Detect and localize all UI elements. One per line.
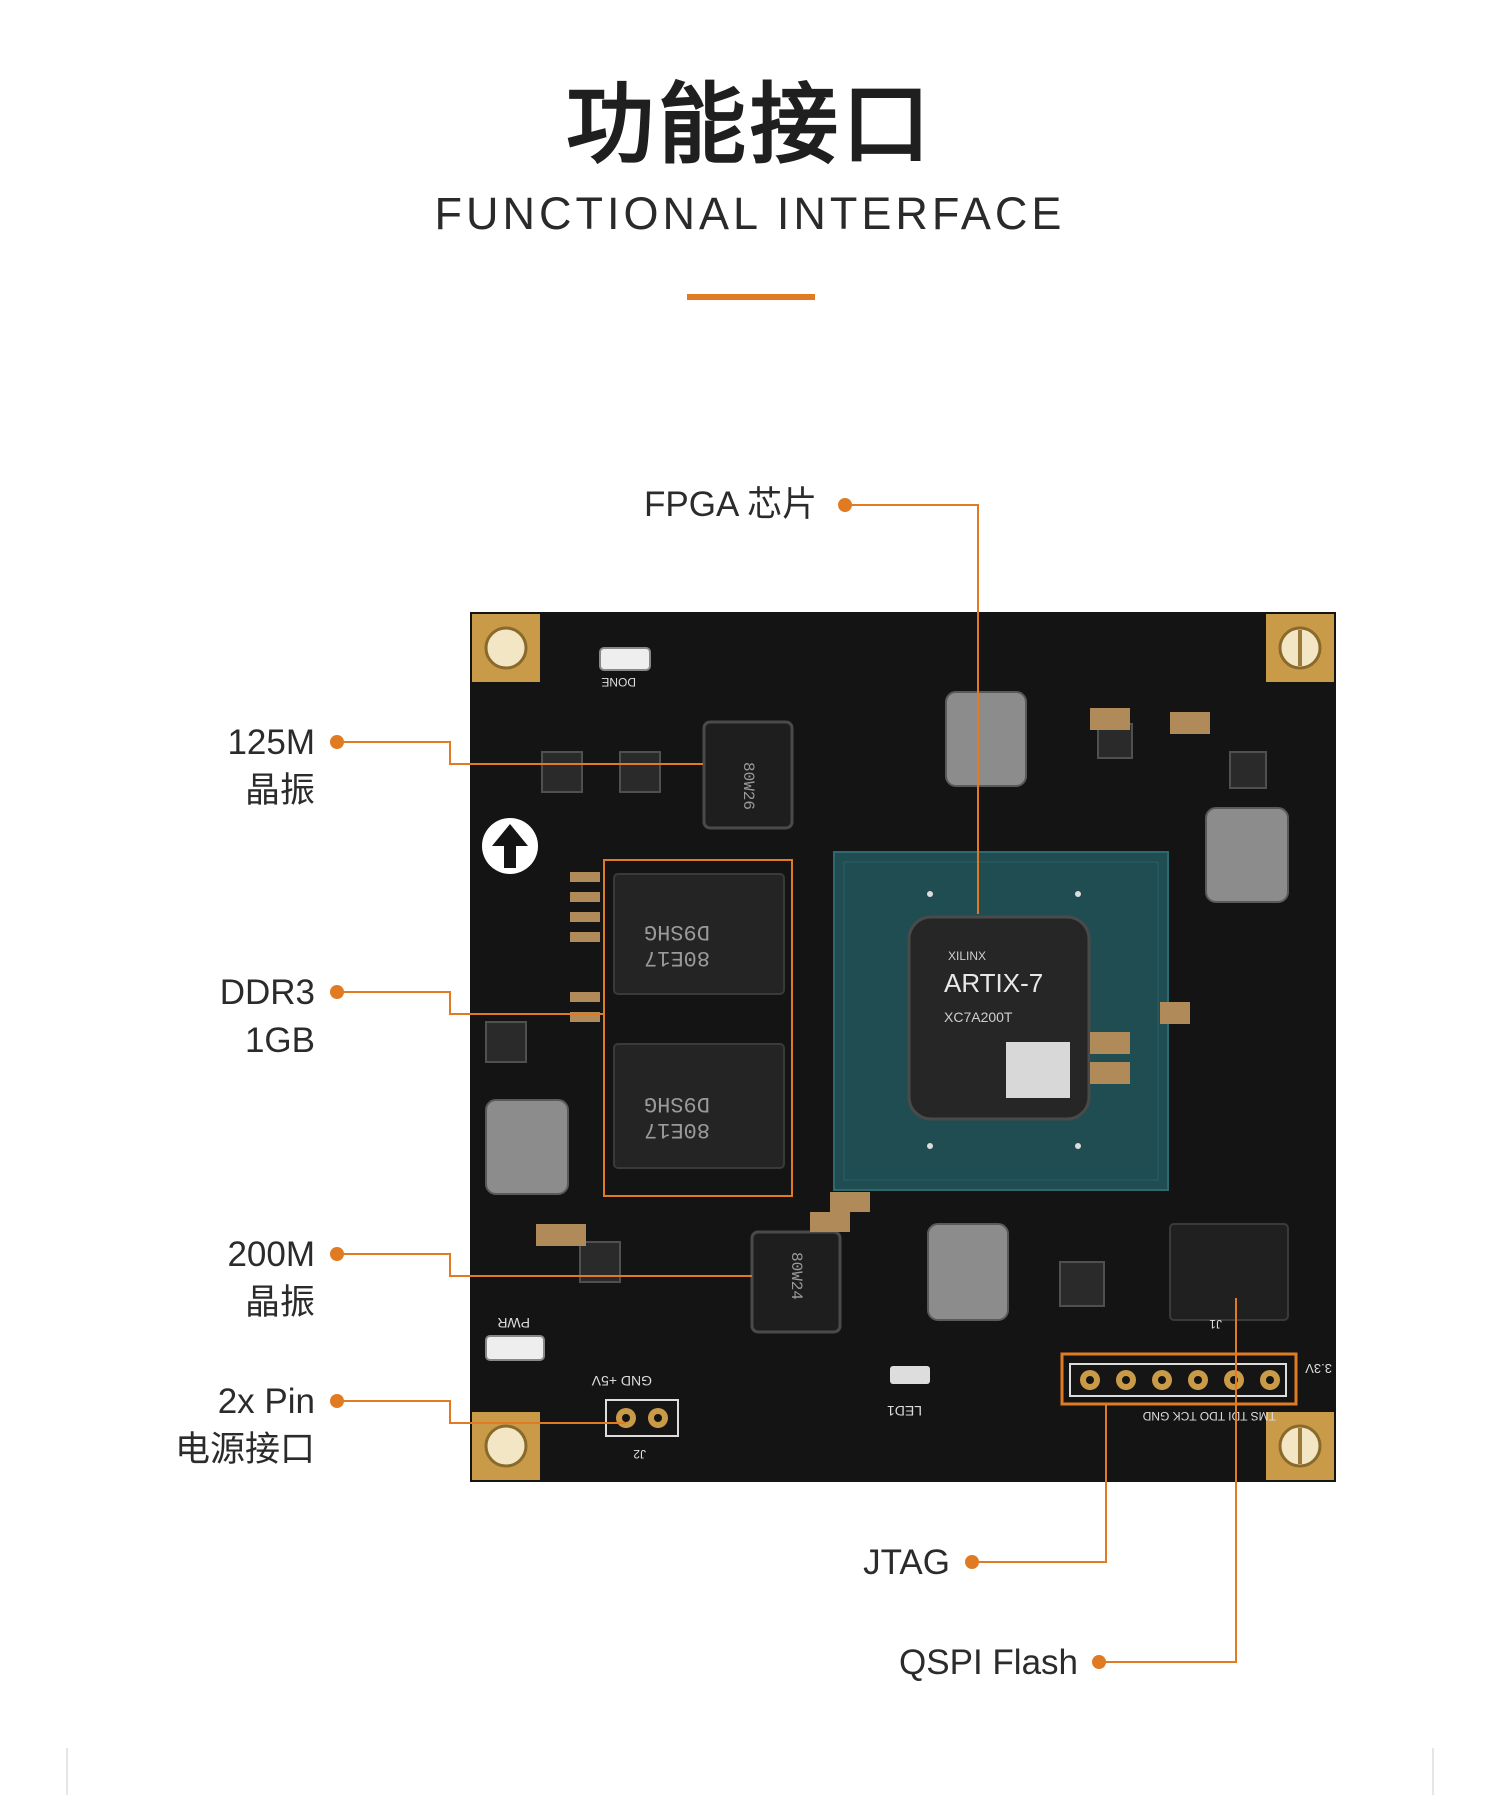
bottom-divider-left bbox=[66, 1748, 68, 1795]
jtag-voltage-label: 3.3V bbox=[1305, 1361, 1332, 1376]
power-header-labels: GND +5V bbox=[591, 1373, 652, 1389]
qspi-flash-chip bbox=[1169, 1223, 1289, 1321]
pin-label-line2: 电源接口 bbox=[174, 1430, 315, 1469]
osc125-callout-dot bbox=[330, 735, 344, 749]
pin-callout-dot bbox=[330, 1394, 344, 1408]
fpga-board-image: XILINX ARTIX-7 XC7A200T D9SHG 80E17 D9SH… bbox=[470, 612, 1336, 1482]
bottom-divider-right bbox=[1432, 1748, 1434, 1795]
jtag-callout-dot bbox=[965, 1555, 979, 1569]
osc125-label-line1: 125M bbox=[227, 723, 315, 762]
inductors bbox=[485, 691, 1289, 1321]
svg-text:80E17: 80E17 bbox=[644, 945, 710, 970]
j2-label: J2 bbox=[633, 1447, 646, 1461]
ddr3-chip-1-marking: D9SHG bbox=[644, 919, 710, 944]
page-subtitle: FUNCTIONAL INTERFACE bbox=[434, 188, 1066, 239]
page-title: 功能接口 bbox=[565, 73, 934, 176]
jtag-header bbox=[1069, 1363, 1287, 1397]
osc-125m bbox=[702, 720, 794, 830]
osc125-label-line2: 晶振 bbox=[244, 771, 315, 810]
fpga-brand-text: XILINX bbox=[948, 949, 986, 963]
ddr3-chip-1 bbox=[613, 873, 785, 995]
ddr3-label-line2: 1GB bbox=[244, 1021, 315, 1060]
fpga-label: FPGA 芯片 bbox=[644, 485, 818, 524]
osc-200m-marking: 80W24 bbox=[787, 1252, 805, 1300]
fpga-part-text: XC7A200T bbox=[944, 1009, 1013, 1025]
fpga-callout-dot bbox=[838, 498, 852, 512]
qspi-callout-dot bbox=[1092, 1655, 1106, 1669]
pin-label-line1: 2x Pin bbox=[217, 1382, 315, 1421]
osc200-label-line2: 晶振 bbox=[244, 1283, 315, 1322]
led1-label: LED1 bbox=[887, 1403, 922, 1419]
osc-200m bbox=[750, 1230, 842, 1334]
pwr-label: PWR bbox=[497, 1315, 530, 1331]
fpga-family-text: ARTIX-7 bbox=[944, 968, 1043, 998]
ddr3-callout-dot bbox=[330, 985, 344, 999]
ddr3-chip-2 bbox=[613, 1043, 785, 1169]
done-label: DONE bbox=[601, 675, 636, 689]
svg-text:80E17: 80E17 bbox=[644, 1117, 710, 1142]
ddr3-chip-2-marking: D9SHG bbox=[644, 1091, 710, 1116]
ddr3-highlight-box bbox=[603, 859, 793, 1197]
osc200-label-line1: 200M bbox=[227, 1235, 315, 1274]
j1-label: J1 bbox=[1209, 1317, 1222, 1331]
jtag-highlight-box bbox=[1060, 1352, 1298, 1406]
ddr3-label-line1: DDR3 bbox=[219, 973, 315, 1012]
title-underline bbox=[687, 294, 815, 300]
osc200-callout-dot bbox=[330, 1247, 344, 1261]
jtag-pin-labels: TMS TDI TDO TCK GND bbox=[1142, 1409, 1276, 1423]
qspi-label: QSPI Flash bbox=[899, 1643, 1078, 1682]
osc-125m-marking: 80W26 bbox=[739, 762, 757, 810]
jtag-label: JTAG bbox=[863, 1543, 950, 1582]
